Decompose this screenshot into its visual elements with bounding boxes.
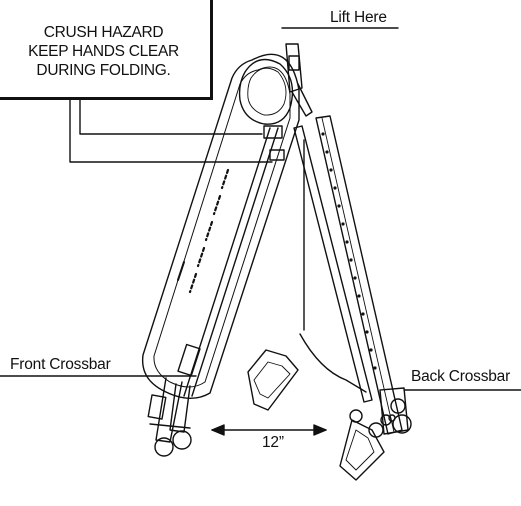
warning-line-3: DURING FOLDING. [36, 61, 171, 79]
cable-handles [247, 139, 385, 481]
spacing-label: 12” [262, 434, 284, 451]
spacing-dimension-arrow [211, 424, 327, 436]
front-crossbar-label: Front Crossbar [10, 356, 111, 373]
warning-leader-lines [69, 99, 273, 163]
front-board [141, 53, 300, 399]
lift-here-label: Lift Here [330, 9, 387, 26]
back-crossbar-label: Back Crossbar [411, 368, 511, 385]
warning-line-2: KEEP HANDS CLEAR [28, 42, 179, 60]
crush-hazard-warning-box: CRUSH HAZARD KEEP HANDS CLEAR DURING FOL… [0, 0, 213, 100]
warning-line-1: CRUSH HAZARD [43, 23, 164, 41]
front-crossbar-assembly [147, 377, 192, 457]
back-upright [285, 43, 403, 435]
